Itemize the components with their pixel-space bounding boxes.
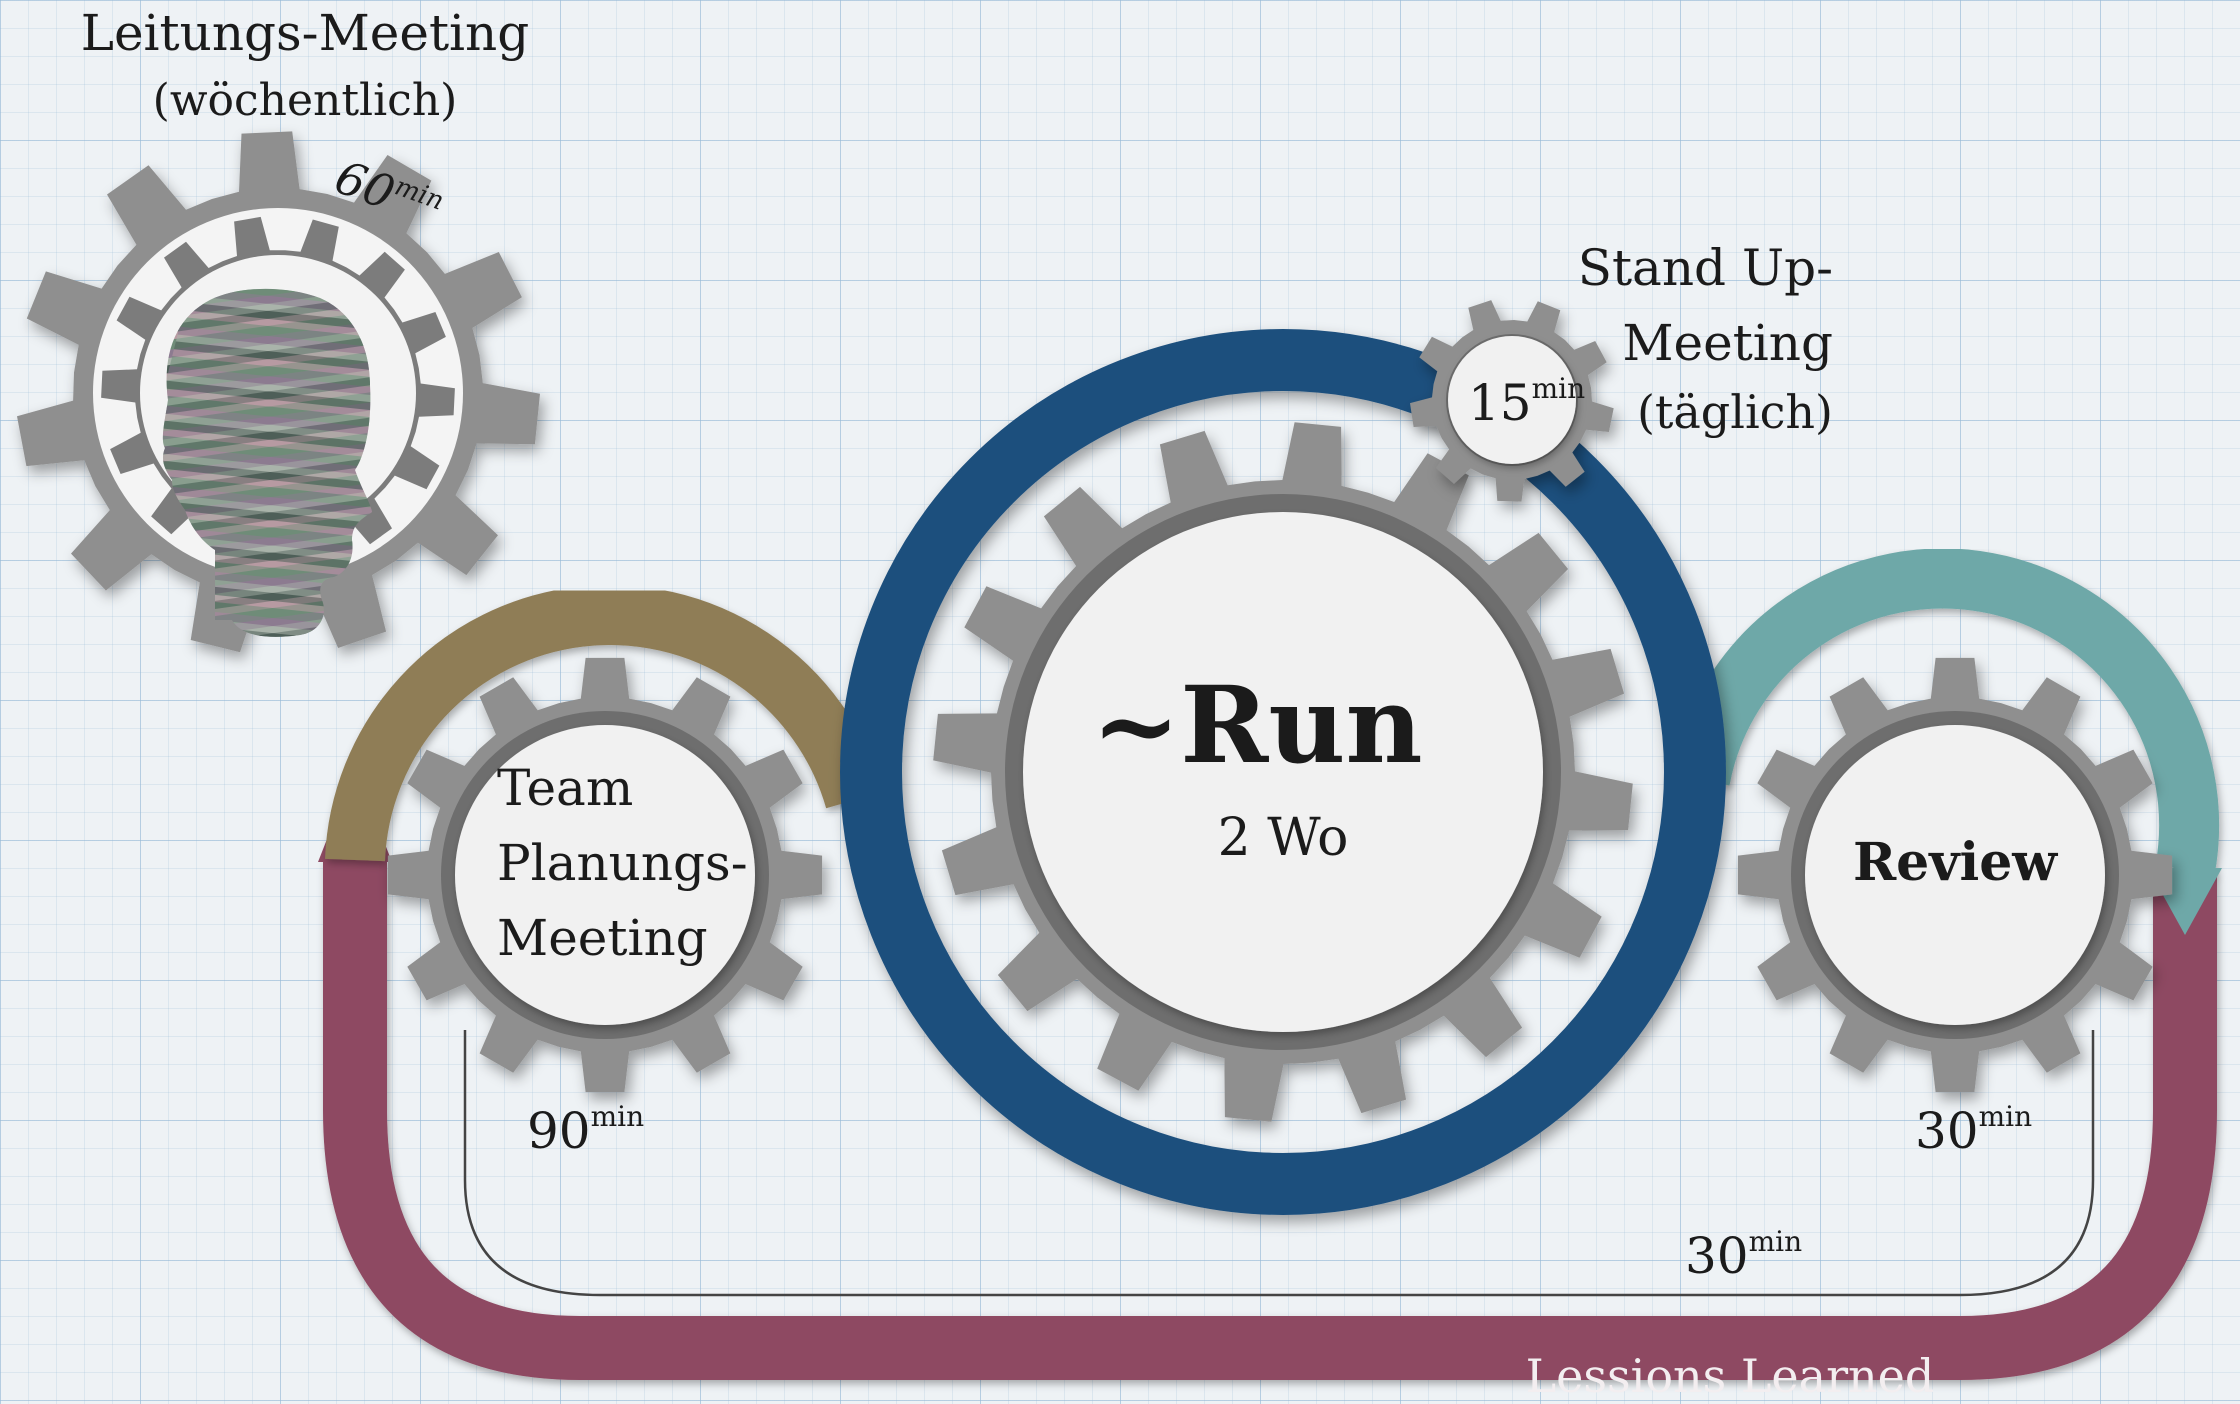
planning-line3: Meeting	[497, 909, 708, 967]
review-arc	[1670, 548, 2220, 876]
standup-line1: Stand Up-	[1578, 239, 1833, 297]
planning-duration: 90min	[527, 1100, 644, 1160]
run-ring	[840, 329, 1726, 1215]
leitung-subtitle: (wöchentlich)	[153, 75, 458, 126]
standup-duration: 15min	[1468, 372, 1585, 432]
planning-line2: Planungs-	[497, 834, 748, 892]
retro-duration: 30min	[1685, 1225, 1802, 1285]
run-gear-face	[1023, 512, 1543, 1032]
planning-gear-face	[455, 725, 755, 1025]
standup-gear-face	[1448, 336, 1576, 464]
planning-line1: Team	[497, 759, 633, 817]
run-subtitle: 2 Wo	[1218, 808, 1349, 868]
standup-line2: Meeting	[1622, 314, 1833, 372]
planning-arc	[325, 585, 884, 862]
retro-connector	[463, 1030, 2095, 1297]
lessons-learned-loop	[323, 860, 2217, 1380]
run-title: ~Run	[1091, 662, 1422, 787]
review-gear-face	[1805, 725, 2105, 1025]
review-label: Review	[1853, 832, 2058, 893]
review-duration: 30min	[1915, 1100, 2032, 1160]
leitung-title: Leitungs-Meeting	[81, 4, 530, 62]
standup-line3: (täglich)	[1637, 385, 1833, 439]
lessons-learned-label: Lessions Learned	[1526, 1349, 1935, 1403]
